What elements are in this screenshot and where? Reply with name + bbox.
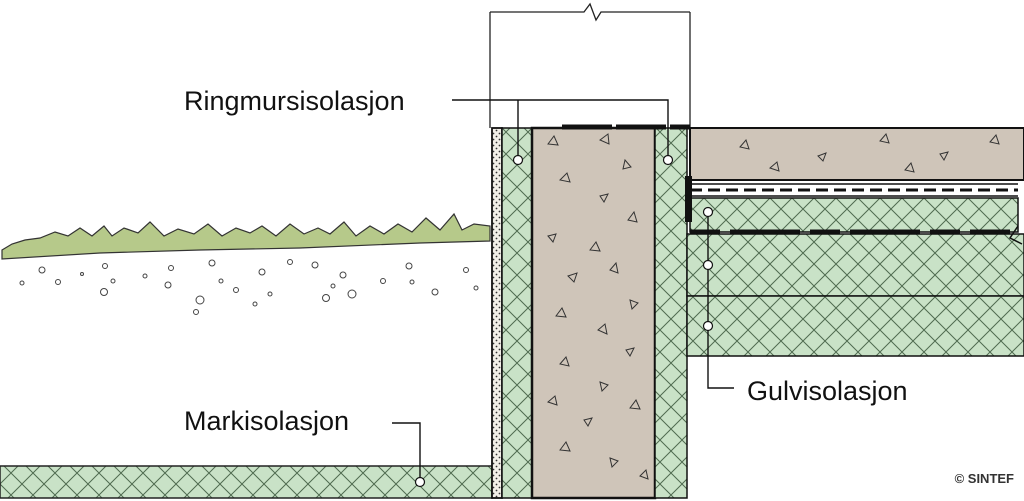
concrete-aggregate [547,133,649,480]
break-line [1008,225,1023,245]
floor-insulation-layer-1 [689,197,1019,233]
vapour-barrier [690,183,1018,197]
ring-wall-insulation-outer [501,127,533,499]
ring-wall-insulation-inner [654,127,688,499]
floor-slab [689,127,1024,181]
floor-insulation-label: Gulvisolasjon [747,376,908,406]
slab-edge-detail [685,176,692,222]
concrete-ring-wall [530,126,657,500]
dimension-bracket [489,2,691,128]
leader-dots [414,154,714,488]
ground-insulation-label: Markisolasjon [184,406,350,436]
floor-insulation-layer-3 [686,295,1024,357]
slab-aggregate [739,133,1000,173]
plaster-layer [491,127,503,499]
copyright-notice: © SINTEF [954,471,1014,486]
gravel-fill [19,259,479,315]
grass-layer [1,212,491,260]
floor-insulation-layer-2 [686,233,1024,297]
leader-lines [392,99,734,482]
ring-wall-insulation-label: Ringmursisolasjon [184,86,405,116]
